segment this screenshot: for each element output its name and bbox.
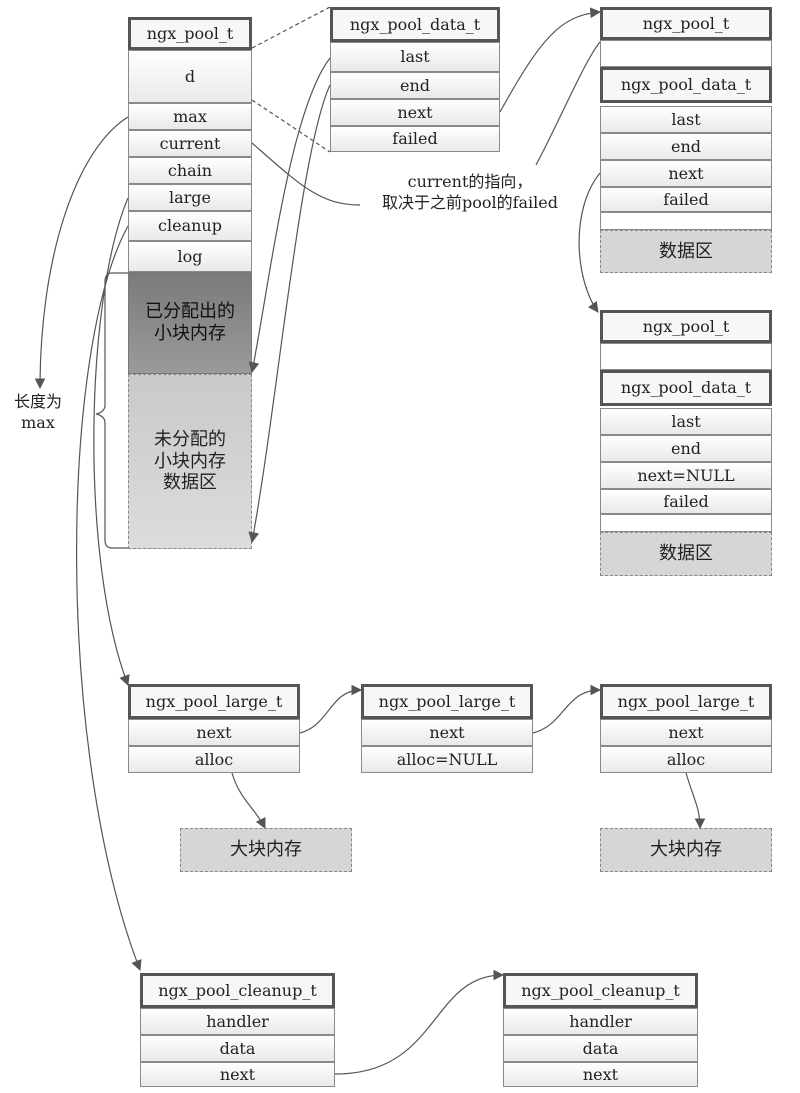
arrow-cleanup	[76, 225, 142, 972]
large3-block: 大块内存	[600, 828, 772, 872]
pool2-field-next: next	[600, 160, 772, 187]
pool3-data-header: ngx_pool_data_t	[600, 370, 772, 406]
cleanup1-field-data: data	[140, 1035, 335, 1062]
pool3-field-last: last	[600, 408, 772, 435]
pool-field-max: max	[128, 103, 252, 130]
cleanup1-header: ngx_pool_cleanup_t	[140, 973, 335, 1008]
pool2-spacer-2	[600, 212, 772, 230]
length-max-label: 长度为 max	[13, 392, 62, 432]
large1-block: 大块内存	[180, 828, 352, 872]
large1-header: ngx_pool_large_t	[128, 684, 300, 719]
arrow-cleanup1-next	[334, 969, 505, 1075]
large1-field-next: next	[128, 719, 300, 746]
expansion-line-bottom	[251, 99, 331, 153]
cleanup1-field-handler: handler	[140, 1008, 335, 1035]
arrow-large3-alloc	[685, 772, 706, 830]
pool3-field-end: end	[600, 435, 772, 462]
cleanup2-header: ngx_pool_cleanup_t	[503, 973, 698, 1008]
unallocated-small-memory: 未分配的 小块内存 数据区	[128, 374, 252, 549]
arrow-current	[251, 142, 361, 206]
arrow-large1-alloc	[231, 772, 266, 829]
arrow-large2-next	[532, 684, 602, 734]
large1-field-alloc: alloc	[128, 746, 300, 773]
arrow-end	[248, 84, 331, 544]
cleanup2-field-data: data	[503, 1035, 698, 1062]
pool3-field-next: next=NULL	[600, 462, 772, 489]
cleanup1-field-next: next	[140, 1062, 335, 1087]
pool-field-chain: chain	[128, 157, 252, 184]
length-brace	[95, 272, 128, 549]
arrow-next-pool2	[499, 7, 602, 113]
pool3-spacer	[600, 343, 772, 370]
large2-field-alloc: alloc=NULL	[361, 746, 533, 773]
pool-data-field-last: last	[330, 42, 500, 72]
pool-field-current: current	[128, 130, 252, 157]
arrow-large1-next	[299, 684, 363, 734]
pool-data-field-failed: failed	[330, 126, 500, 152]
pool2-field-failed: failed	[600, 187, 772, 212]
pool3-header: ngx_pool_t	[600, 310, 772, 343]
current-annotation: current的指向， 取决于之前pool的failed	[381, 172, 559, 212]
allocated-small-memory: 已分配出的 小块内存	[128, 272, 252, 374]
pool-data-header: ngx_pool_data_t	[330, 7, 500, 42]
pool-header: ngx_pool_t	[128, 17, 252, 50]
cleanup2-field-next: next	[503, 1062, 698, 1087]
arrow-large	[93, 197, 130, 687]
pool-field-log: log	[128, 241, 252, 272]
pool-data-field-end: end	[330, 72, 500, 99]
pool3-field-failed: failed	[600, 489, 772, 514]
annotation-pointer	[535, 41, 601, 166]
pool2-data-area: 数据区	[600, 230, 772, 273]
pool-data-field-next: next	[330, 99, 500, 126]
cleanup2-field-handler: handler	[503, 1008, 698, 1035]
large3-field-next: next	[600, 719, 772, 746]
arrow-pool2-next	[578, 172, 601, 313]
pool2-spacer	[600, 40, 772, 67]
large3-field-alloc: alloc	[600, 746, 772, 773]
pool3-spacer-2	[600, 514, 772, 532]
pool-field-cleanup: cleanup	[128, 211, 252, 241]
large2-header: ngx_pool_large_t	[361, 684, 533, 719]
large3-header: ngx_pool_large_t	[600, 684, 772, 719]
pool2-field-last: last	[600, 106, 772, 133]
pool2-field-end: end	[600, 133, 772, 160]
arrow-last	[248, 57, 331, 374]
large2-field-next: next	[361, 719, 533, 746]
pool2-data-header: ngx_pool_data_t	[600, 67, 772, 103]
expansion-line-top	[251, 6, 331, 49]
pool-field-d: d	[128, 50, 252, 103]
arrow-max	[34, 116, 129, 390]
pool-field-large: large	[128, 184, 252, 211]
pool3-data-area: 数据区	[600, 532, 772, 576]
pool2-header: ngx_pool_t	[600, 7, 772, 40]
